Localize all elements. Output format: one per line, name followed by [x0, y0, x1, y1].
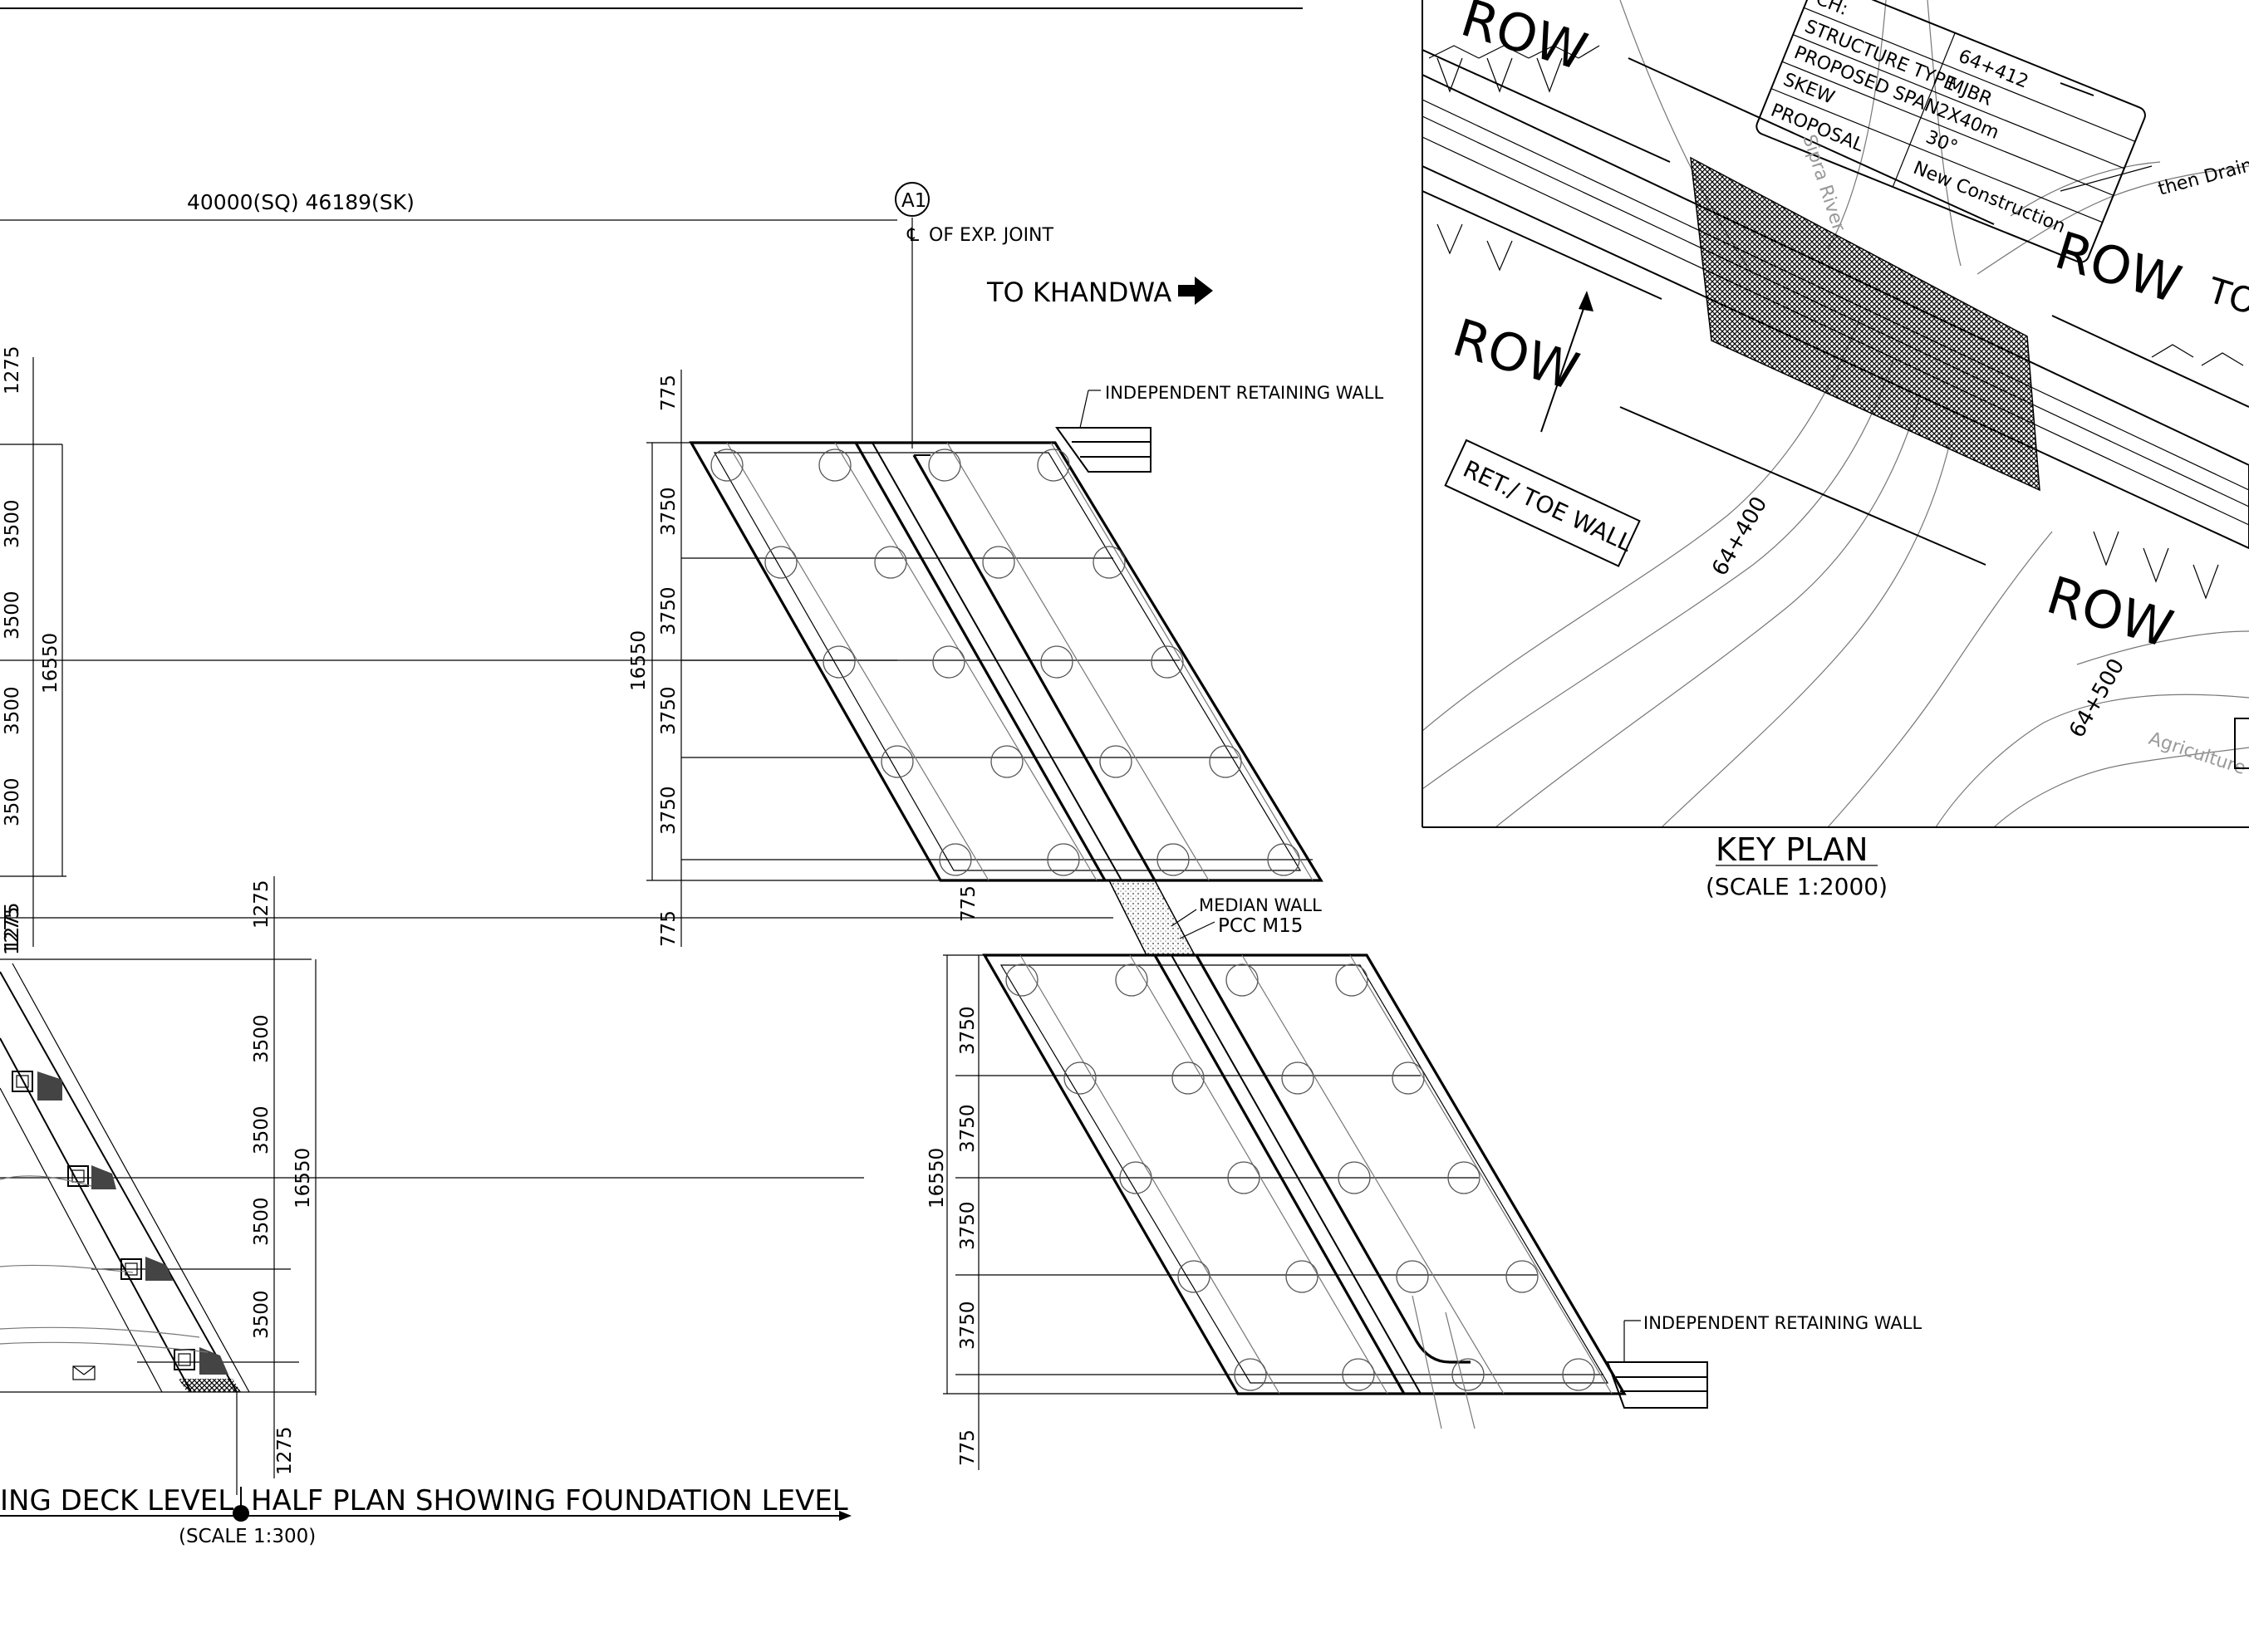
plan-titles: ING DECK LEVEL HALF PLAN SHOWING FOUNDAT…	[0, 1484, 852, 1547]
lower-dim-3500-a: 3500	[251, 1014, 273, 1063]
axis-marker-a1: A1 ℄ OF EXP. JOINT	[895, 182, 1054, 449]
lower-dim-1275-bottom: 1275	[274, 1426, 296, 1475]
row-label-1: ROW	[1455, 0, 1594, 82]
lower-right-dim-3750-a: 3750	[957, 1006, 979, 1055]
axis-marker-text: A1	[901, 190, 926, 212]
upper-foundation-plan: INDEPENDENT RETAINING WALL 775 3750 3750…	[628, 370, 1383, 947]
median-dim: 775	[958, 885, 980, 922]
kp-label-ch: CH:	[1813, 0, 1851, 20]
lower-right-dim-3750-b: 3750	[957, 1104, 979, 1153]
ret-toe-wall-label: RET./ TOE WALL	[1459, 455, 1637, 557]
arrow-right-icon	[1178, 277, 1213, 305]
svg-text:1275: 1275	[2, 902, 23, 951]
key-plan: CH: 64+412 STRUCTURE TYPE MJBR PROPOSED …	[1422, 0, 2249, 900]
retaining-wall-label-upper: INDEPENDENT RETAINING WALL	[1105, 383, 1383, 403]
lower-dim-3500-b: 3500	[251, 1105, 273, 1154]
span-dimension: 40000(SQ) 46189(SK)	[0, 190, 897, 221]
direction-text: TO KHANDWA	[986, 277, 1171, 308]
row-label-4: ROW	[2040, 565, 2180, 660]
lower-foundation-plan: INDEPENDENT RETAINING WALL 3750 3750 375…	[926, 953, 1922, 1470]
lower-dim-1275-top: 1275	[251, 880, 273, 929]
dim-3750-d: 3750	[658, 786, 680, 835]
dim-3750-a: 3750	[658, 487, 680, 536]
dim-775-bottom: 775	[658, 910, 680, 947]
lower-deck-plan: 1275 3500 3500 3500 3500 16550 1275 1275	[0, 876, 864, 1495]
agriculture-label: Agriculture	[2146, 728, 2248, 779]
lower-dim-3500-d: 3500	[251, 1290, 273, 1339]
lower-right-dim-3750-c: 3750	[957, 1201, 979, 1250]
axis-note: OF EXP. JOINT	[929, 225, 1054, 246]
row-label-3: ROW	[1446, 307, 1586, 403]
dim-16550-left: 16550	[40, 633, 61, 694]
key-plan-title: KEY PLAN	[1716, 831, 1868, 868]
span-dimension-text: 40000(SQ) 46189(SK)	[187, 190, 415, 214]
dim-3500-b: 3500	[2, 591, 23, 640]
median-wall: MEDIAN WALL PCC M15 775	[958, 880, 1322, 956]
direction-label: TO KHANDWA	[986, 277, 1213, 308]
row-label-2: ROW	[2049, 220, 2188, 316]
drain-label: then Drain	[2156, 154, 2249, 199]
deck-level-title: ING DECK LEVEL	[0, 1484, 233, 1517]
svg-text:℄: ℄	[906, 225, 920, 246]
chainage-64-500: 64+500	[2065, 654, 2129, 742]
retaining-wall-label-lower: INDEPENDENT RETAINING WALL	[1643, 1313, 1922, 1333]
dim-1275-lower: 1275	[2, 906, 23, 955]
key-plan-scale: (SCALE 1:2000)	[1706, 873, 1888, 900]
dim-3750-b: 3750	[658, 586, 680, 635]
to-label: TO	[2202, 269, 2249, 322]
lower-dim-3500-c: 3500	[251, 1197, 273, 1246]
median-wall-label: MEDIAN WALL	[1199, 895, 1322, 915]
foundation-level-title: HALF PLAN SHOWING FOUNDATION LEVEL	[251, 1484, 848, 1517]
plan-scale: (SCALE 1:300)	[179, 1526, 316, 1547]
dim-3750-c: 3750	[658, 686, 680, 735]
left-dimension-strip-upper: 1275 3500 3500 3500 3500 16550 1275	[0, 346, 897, 955]
lower-right-dim-775: 775	[957, 1429, 979, 1466]
ret-toe-wall-box: RET./ TOE WALL	[1444, 439, 1641, 567]
lower-right-dim-3750-d: 3750	[957, 1301, 979, 1350]
dim-775-top: 775	[658, 375, 680, 411]
median-material: PCC M15	[1218, 915, 1303, 937]
dim-3500-d: 3500	[2, 777, 23, 826]
dim-3500-a: 3500	[2, 499, 23, 548]
lower-right-dim-16550: 16550	[926, 1148, 948, 1208]
dim-1275-upper: 1275	[2, 346, 23, 395]
chainage-64-400: 64+400	[1707, 493, 1772, 580]
dim-3500-c: 3500	[2, 686, 23, 735]
dim-16550-upper: 16550	[628, 630, 650, 691]
lower-dim-16550: 16550	[292, 1148, 314, 1208]
